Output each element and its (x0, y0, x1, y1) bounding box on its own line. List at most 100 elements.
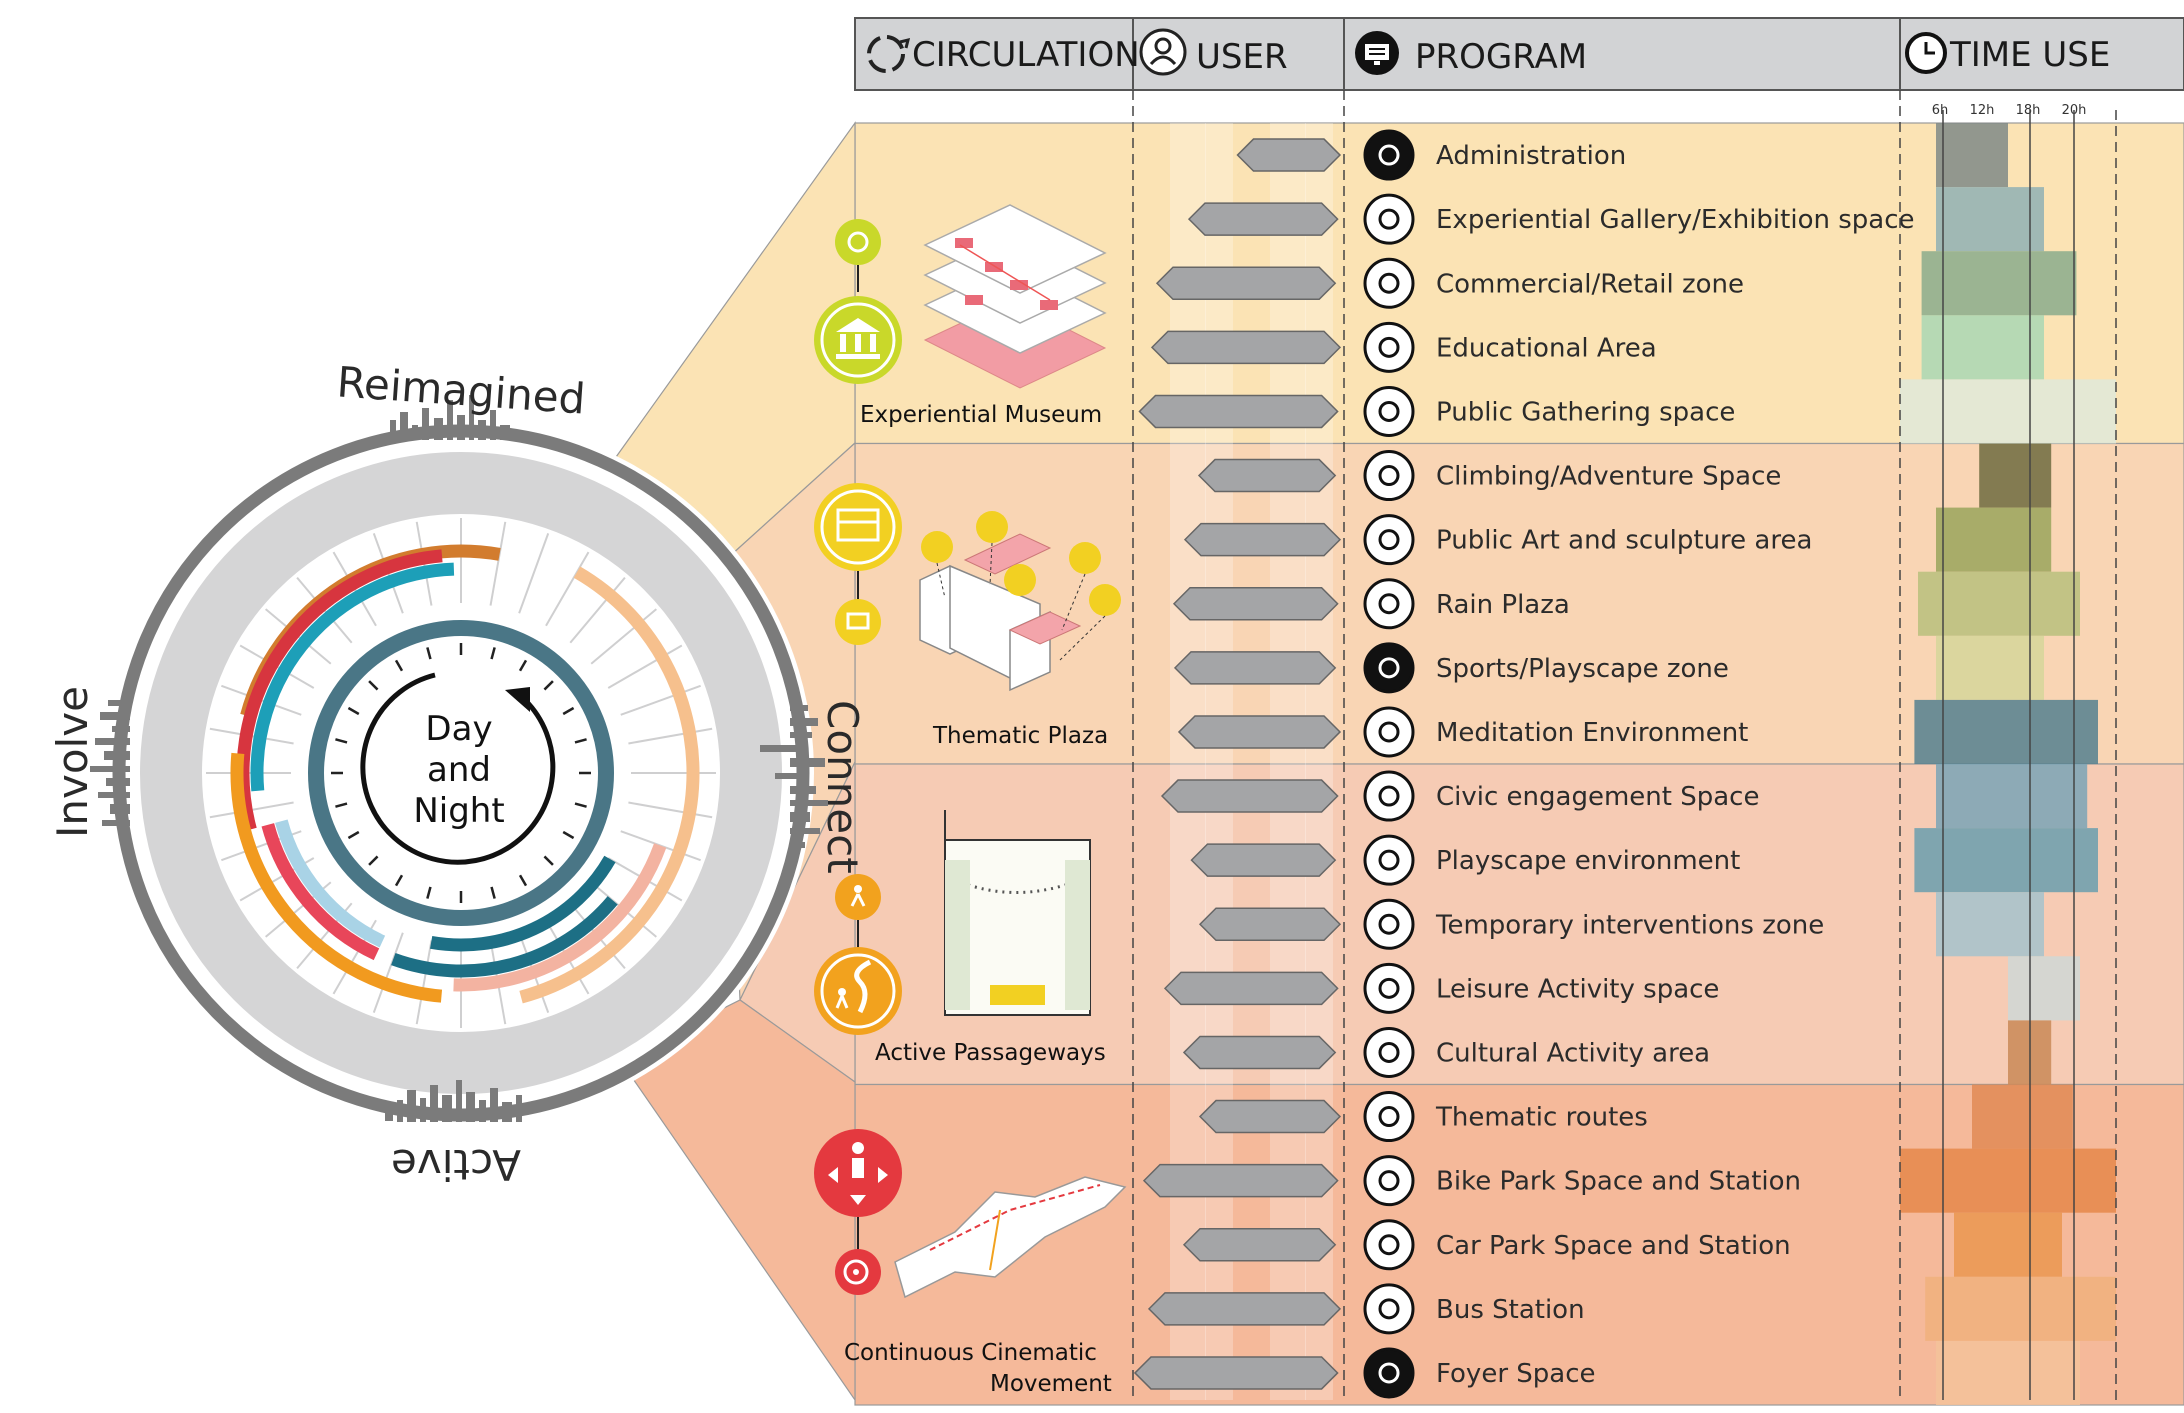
program-label: Meditation Environment (1436, 718, 1748, 748)
picture-icon (1363, 193, 1415, 245)
program-label: Foyer Space (1436, 1359, 1596, 1389)
time-use-bar (1972, 1084, 2073, 1149)
activity-arc (519, 566, 700, 1004)
clock-icon (1905, 32, 1947, 74)
program-label: Public Art and sculpture area (1436, 526, 1812, 556)
program-label: Leisure Activity space (1436, 974, 1719, 1004)
program-row: Thematic routes (1363, 1091, 1648, 1143)
user-intensity-bar (1155, 266, 1337, 300)
user-intensity-bar (1173, 651, 1337, 685)
program-row: Administration (1363, 129, 1626, 181)
user-intensity-bar (1150, 330, 1342, 365)
passageway-section-illustration (944, 810, 1091, 1016)
user-intensity-bar (1133, 1356, 1339, 1390)
program-row: Bus Station (1363, 1283, 1585, 1335)
program-label: Thematic routes (1435, 1103, 1648, 1133)
ring-label-bottom: Active (391, 1140, 521, 1189)
header-user: USER (1196, 37, 1288, 77)
zone-illustrations (814, 204, 1127, 1299)
user-intensity-bar (1182, 1228, 1337, 1262)
skyline-right (760, 705, 828, 848)
walking-node-small-icon (835, 874, 881, 950)
day-night-ring: Day and Night Reimagi (48, 357, 867, 1189)
user-intensity-bar (1182, 1035, 1337, 1070)
museum-node-small-icon (835, 219, 881, 292)
activity-arc (391, 896, 618, 978)
cultural-icon (1363, 1026, 1415, 1078)
program-row: Educational Area (1363, 321, 1657, 373)
cycle-arrow-icon (360, 672, 556, 865)
user-intensity-bar (1236, 138, 1342, 172)
time-use-bar (1921, 315, 2044, 380)
program-row: Foyer Space (1363, 1347, 1596, 1399)
time-use-bar (1936, 892, 2044, 957)
center-line-3: Night (413, 791, 504, 831)
bike-icon (1363, 1155, 1415, 1207)
user-intensity-bar (1183, 522, 1342, 557)
activity-arc (430, 855, 616, 952)
program-label: Administration (1436, 141, 1626, 171)
header-circulation: CIRCULATION (912, 35, 1140, 75)
activity-arc (250, 562, 455, 792)
time-use-bar (1900, 1148, 2116, 1213)
graduation-cap-icon (1363, 321, 1415, 373)
program-label: Climbing/Adventure Space (1436, 462, 1781, 492)
user-intensity-bar (1138, 394, 1339, 429)
sculpture-icon (1363, 514, 1415, 566)
center-line-1: Day (425, 709, 492, 749)
zone-label-movement-line1: Continuous Cinematic (844, 1340, 1097, 1366)
ring-label-top: Reimagined (335, 357, 587, 423)
ring-label-left: Involve (48, 686, 97, 838)
time-use-bars (1900, 123, 2116, 1405)
program-label: Car Park Space and Station (1436, 1231, 1791, 1261)
center-line-2: and (427, 750, 491, 790)
user-intensity-bar (1197, 458, 1337, 493)
program-row: Climbing/Adventure Space (1363, 450, 1781, 502)
program-row: Meditation Environment (1363, 706, 1748, 758)
user-stripe (1305, 123, 1333, 1400)
program-label: Educational Area (1436, 333, 1657, 363)
plaza-feature-icons (921, 511, 1121, 661)
ring-label-right: Connect (818, 700, 867, 874)
time-use-bar (1900, 379, 2116, 444)
activity-arc (275, 819, 386, 948)
time-use-bar (1936, 123, 2008, 188)
user-intensity-bar (1147, 1292, 1342, 1326)
meditation-icon (1363, 706, 1415, 758)
time-use-bar (1914, 828, 2098, 893)
time-use-bar (2008, 956, 2080, 1021)
program-label: Bus Station (1436, 1295, 1585, 1325)
program-label: Bike Park Space and Station (1436, 1167, 1801, 1197)
user-intensity-bar (1163, 971, 1339, 1006)
time-use-bar (1936, 187, 2044, 252)
header-program: PROGRAM (1415, 37, 1587, 77)
time-use-bar (1925, 1276, 2116, 1341)
skyline-bottom (385, 1080, 522, 1122)
time-tick-label: 12h (1970, 103, 1995, 118)
user-intensity-bar (1142, 1163, 1339, 1198)
plaza-icon (814, 483, 902, 600)
zone-label-museum: Experiential Museum (860, 402, 1102, 428)
program-label: Public Gathering space (1436, 397, 1735, 427)
civic-icon (1363, 770, 1415, 822)
skyline-left (90, 700, 130, 826)
time-use-bar (1979, 443, 2052, 508)
time-use-bar (1918, 571, 2080, 636)
group-icon (1363, 385, 1415, 437)
program-icon (1355, 31, 1399, 75)
film-reel-icon (835, 1249, 881, 1295)
user-column (1133, 123, 1342, 1400)
ball-icon (1363, 642, 1415, 694)
activity-arc (261, 823, 380, 961)
program-row: Rain Plaza (1363, 578, 1570, 630)
cart-icon (1363, 257, 1415, 309)
user-intensity-bar (1190, 843, 1337, 877)
time-tick-label: 6h (1932, 103, 1949, 118)
user-stripe (1170, 123, 1206, 1400)
program-row: Leisure Activity space (1363, 962, 1719, 1014)
program-label: Civic engagement Space (1436, 782, 1759, 812)
program-label: Rain Plaza (1436, 590, 1570, 620)
